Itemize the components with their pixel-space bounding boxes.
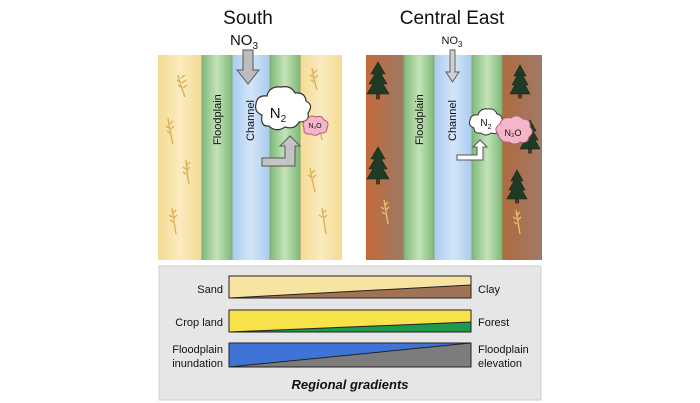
gradient-elevation-label-2: elevation [478, 358, 522, 370]
ce-channel-label: Channel [447, 100, 459, 141]
south-n2-label: N2 [270, 105, 287, 125]
ce-no3-species: NO [442, 35, 459, 47]
gradient-inundation-label-2: inundation [172, 358, 223, 370]
ce-n2-label: N2 [480, 118, 491, 131]
south-n2-species: N [270, 105, 281, 122]
south-no3-subscript: 3 [252, 41, 258, 52]
gradient-sand-label: Sand [197, 284, 223, 296]
south-title: South [223, 8, 273, 29]
south-floodplain-left [202, 55, 232, 260]
gradient-cropland-wedge [229, 310, 471, 332]
gradients-caption: Regional gradients [291, 377, 408, 392]
gradient-inundation-label-1: Floodplain [172, 344, 223, 356]
gradient-row2-frame [228, 309, 472, 333]
gradient-forest-label: Forest [478, 317, 509, 329]
south-channel-label: Channel [245, 100, 257, 141]
ce-n2o-cloud-icon: N₂O [495, 115, 533, 145]
ce-n2o-label: N₂O [505, 128, 522, 138]
south-n2-cloud-icon: N2 [255, 86, 312, 131]
south-no3-arrow-icon [235, 49, 261, 85]
south-sand-left [158, 55, 202, 260]
south-n2o-cloud-icon: N₂O [302, 115, 329, 136]
gradient-sand-wedge [229, 276, 471, 298]
ce-floodplain-label: Floodplain [414, 94, 426, 145]
gradient-elevation-label-1: Floodplain [478, 344, 529, 356]
south-sand-right [300, 55, 342, 260]
regional-gradients-panel: Sand Clay Crop land Forest Floodplain in… [158, 265, 542, 401]
gradient-row3-frame [228, 342, 472, 368]
south-return-arrow-icon [261, 135, 302, 167]
ce-no3-subscript: 3 [458, 40, 463, 49]
ce-wheat-icons [380, 199, 522, 235]
south-floodplain-label: Floodplain [212, 94, 224, 145]
south-no3-label: NO3 [230, 32, 259, 52]
south-wheat-icons [165, 67, 328, 235]
ce-n2-species: N [480, 118, 487, 129]
south-n2-subscript: 2 [281, 114, 287, 125]
ce-no3-arrow-icon [445, 49, 460, 83]
ce-floodplain-left [404, 55, 434, 260]
central-east-title: Central East [400, 8, 505, 29]
south-no3-species: NO [230, 32, 253, 49]
ce-n2-subscript: 2 [488, 124, 492, 131]
gradient-row1-frame [228, 275, 472, 299]
gradient-clay-label: Clay [478, 284, 501, 296]
gradient-cropland-label: Crop land [175, 317, 223, 329]
ce-no3-label: NO3 [442, 35, 464, 49]
ce-return-arrow-icon [456, 139, 489, 161]
south-panel: South NO3 Floodplain Channel N [158, 8, 342, 260]
south-n2o-label: N₂O [308, 123, 322, 130]
central-east-panel: Central East NO3 Floodplain Channel [366, 8, 542, 260]
ce-n2-cloud-icon: N2 [469, 108, 505, 136]
